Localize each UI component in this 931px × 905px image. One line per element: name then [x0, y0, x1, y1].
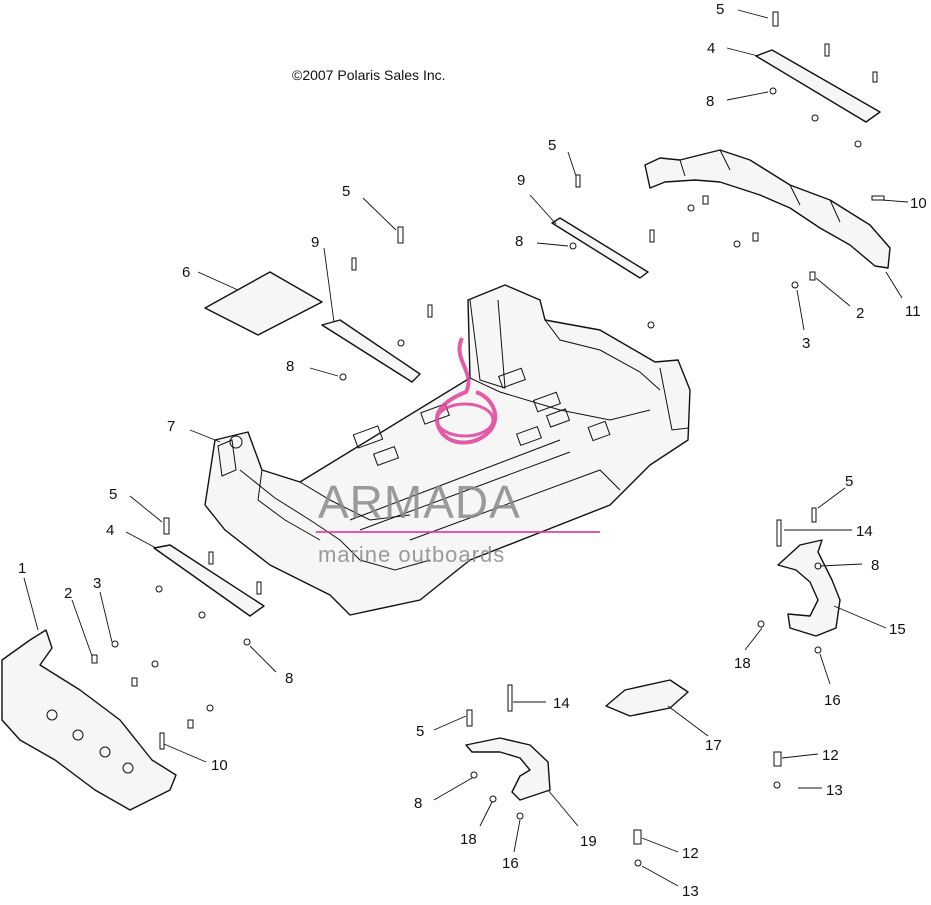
callout-9: 9: [517, 172, 525, 189]
rail-bottom: [153, 544, 265, 617]
callout-5: 5: [109, 486, 117, 503]
grip-center: [465, 737, 551, 801]
bracket-left: [321, 319, 421, 383]
callout-6: 6: [182, 264, 190, 281]
grip-right: [777, 539, 841, 637]
callout-5: 5: [416, 723, 424, 740]
callout-2: 2: [64, 585, 72, 602]
callout-8: 8: [285, 670, 293, 687]
bracket-right: [551, 217, 649, 279]
callout-15: 15: [889, 621, 906, 638]
callout-4: 4: [106, 522, 114, 539]
callout-5: 5: [342, 183, 350, 200]
callout-8: 8: [871, 557, 879, 574]
callout-5: 5: [716, 1, 724, 18]
callout-10: 10: [910, 195, 927, 212]
callout-16: 16: [824, 692, 841, 709]
callout-7: 7: [167, 418, 175, 435]
callout-5: 5: [845, 473, 853, 490]
callout-14: 14: [553, 695, 570, 712]
callout-1: 1: [18, 560, 26, 577]
callouts: 5 4 8 5 9 8 5 9 6 8 7 10 11 2 3 5 4 8 1 …: [18, 1, 927, 900]
callout-13: 13: [682, 883, 699, 900]
callout-18: 18: [460, 831, 477, 848]
callout-19: 19: [580, 833, 597, 850]
callout-13: 13: [826, 782, 843, 799]
callout-8: 8: [706, 93, 714, 110]
watermark-tagline: marine outboards: [318, 542, 505, 567]
callout-17: 17: [705, 737, 722, 754]
callout-5: 5: [548, 137, 556, 154]
watermark-logo-icon: [435, 337, 498, 445]
copyright-text: ©2007 Polaris Sales Inc.: [292, 67, 446, 83]
leader-lines: [23, 9, 909, 887]
callout-10: 10: [211, 757, 228, 774]
callout-8: 8: [515, 233, 523, 250]
callout-16: 16: [502, 855, 519, 872]
callout-9: 9: [311, 234, 319, 251]
callout-18: 18: [734, 655, 751, 672]
watermark-brand: ARMADA: [318, 476, 521, 528]
callout-12: 12: [682, 845, 699, 862]
watermark: ARMADA marine outboards: [316, 337, 600, 567]
callout-12: 12: [822, 747, 839, 764]
callout-11: 11: [905, 303, 921, 320]
callout-8: 8: [286, 358, 294, 375]
rail-top: [755, 49, 881, 123]
callout-8: 8: [414, 795, 422, 812]
callout-2: 2: [856, 305, 864, 322]
callout-3: 3: [93, 575, 101, 592]
rear-bumper: [644, 149, 891, 269]
callout-3: 3: [802, 335, 810, 352]
callout-4: 4: [707, 40, 715, 57]
pad: [605, 679, 689, 717]
hardware: [91, 11, 885, 867]
front-bumper: [1, 629, 177, 811]
decal-panel: [204, 271, 323, 336]
callout-14: 14: [856, 523, 873, 540]
